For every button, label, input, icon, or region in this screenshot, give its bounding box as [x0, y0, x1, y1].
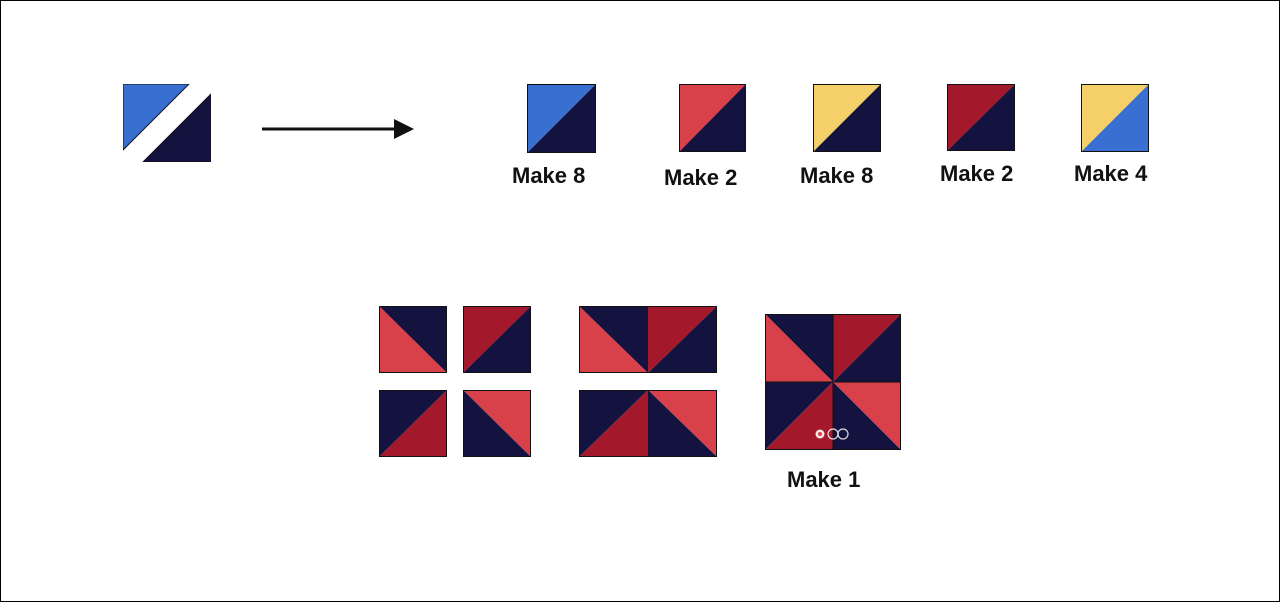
source-split-square — [123, 84, 211, 162]
make-count-label: Make 2 — [940, 161, 1013, 187]
make-count-label: Make 4 — [1074, 161, 1147, 187]
make-count-label: Make 2 — [664, 165, 737, 191]
make-count-label: Make 8 — [800, 163, 873, 189]
hst-blue-navy — [527, 84, 596, 153]
unit-red-navy — [463, 390, 531, 457]
make-count-label: Make 8 — [512, 163, 585, 189]
unit-navy-darkred — [379, 390, 447, 457]
hst-red-navy — [679, 84, 746, 152]
hst-gold-navy — [813, 84, 881, 152]
result-make-label: Make 1 — [787, 467, 860, 493]
unit-darkred-navy — [463, 306, 531, 373]
hst-darkred-navy — [947, 84, 1015, 151]
joined-row-top — [579, 306, 717, 373]
right-arrow-icon — [262, 118, 414, 140]
hst-gold-blue — [1081, 84, 1149, 152]
joined-row-bottom — [579, 390, 717, 457]
unit-navy-red — [379, 306, 447, 373]
pinwheel-block — [765, 314, 901, 450]
